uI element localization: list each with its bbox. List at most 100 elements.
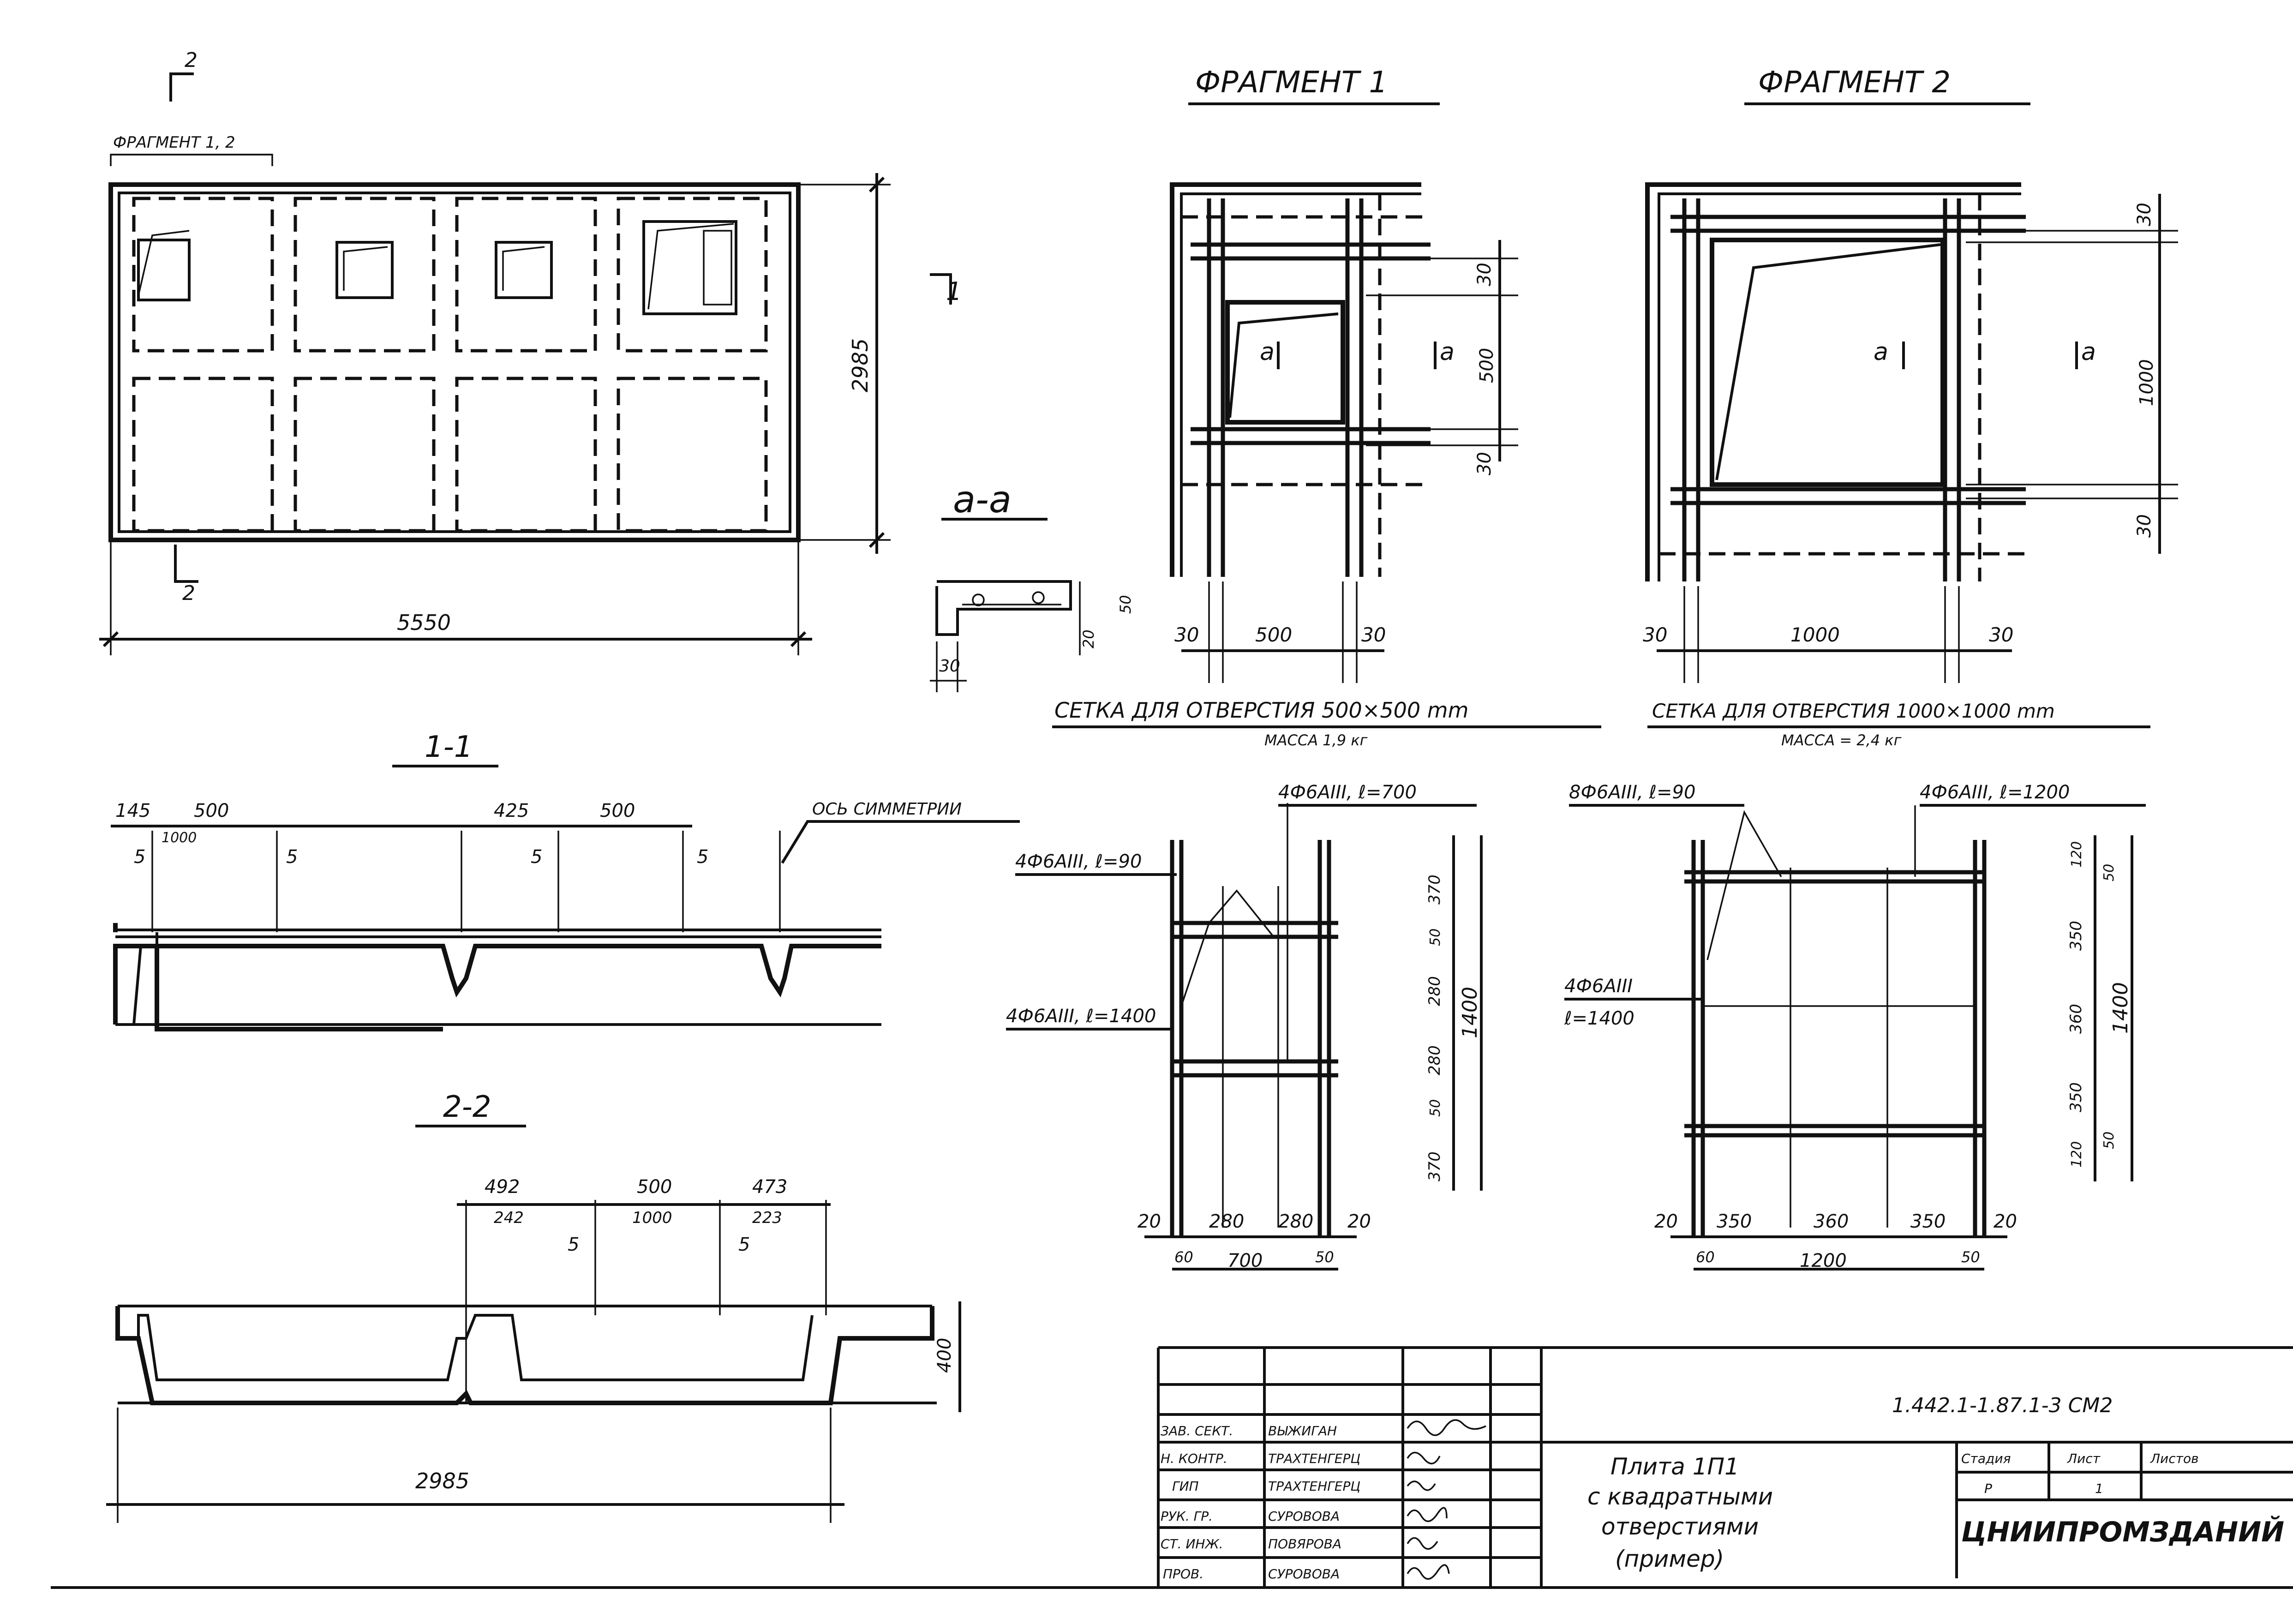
tb-stage: Р bbox=[1984, 1481, 1992, 1496]
section-22-dim-242: 242 bbox=[494, 1209, 524, 1227]
fragment-2-opening bbox=[1710, 238, 1945, 487]
section-22-title: 2-2 bbox=[443, 1090, 491, 1124]
mesh-2-dim-r2: 350 bbox=[2067, 921, 2085, 951]
section-aa-dim-50: 50 bbox=[1117, 595, 1134, 614]
plan-slab-outline bbox=[108, 182, 801, 542]
section-mark-top-label: 2 bbox=[185, 48, 198, 72]
tb-name-3: СУРОВОВА bbox=[1268, 1509, 1340, 1524]
mesh-1-dim-b0: 20 bbox=[1138, 1211, 1161, 1232]
plan-fragment-label: ФРАГМЕНТ 1, 2 bbox=[113, 133, 235, 152]
fragment-2-dim-r2: 30 bbox=[2134, 514, 2155, 538]
section-22-dim-5b: 5 bbox=[738, 1234, 750, 1255]
mesh-2: 8Ф6АIII, ℓ=90 4Ф6АIII, ℓ=1200 4Ф6АIII ℓ=… bbox=[1564, 782, 2146, 1271]
mesh-2-bar-left-2: ℓ=1400 bbox=[1564, 1008, 1634, 1029]
tb-role-1: Н. КОНТР. bbox=[1161, 1451, 1227, 1466]
tb-title-line3: отверстиями bbox=[1601, 1513, 1759, 1540]
mesh-2-dim-b2: 360 bbox=[1814, 1211, 1849, 1232]
section-1-1: 1-1 145 500 1000 425 500 5 5 5 5 ОСЬ СИМ… bbox=[111, 730, 1020, 1031]
fragment-2-cut-right: а bbox=[2081, 338, 2096, 366]
fragment-1-dim-b1: 500 bbox=[1255, 623, 1292, 646]
tb-role-2: ГИП bbox=[1172, 1479, 1199, 1494]
mesh-1-dim-c0: 60 bbox=[1174, 1248, 1193, 1266]
fragment-2-dim-b0: 30 bbox=[1643, 623, 1667, 646]
plan-openings bbox=[137, 220, 737, 315]
mesh-2-dim-b4: 20 bbox=[1994, 1211, 2017, 1232]
section-11-dim-5d: 5 bbox=[697, 846, 708, 868]
tb-name-5: СУРОВОВА bbox=[1268, 1566, 1340, 1582]
mesh-1-bar-top: 4Ф6АIII, ℓ=700 bbox=[1278, 782, 1417, 803]
fragment-1-dim-r1: 500 bbox=[1476, 348, 1497, 383]
section-mark-2-bottom: 2 bbox=[174, 545, 198, 605]
fragment-1-dim-b0: 30 bbox=[1174, 623, 1199, 646]
plan-length-label: 5550 bbox=[397, 610, 451, 635]
mesh-2-bar-top-right: 4Ф6АIII, ℓ=1200 bbox=[1920, 782, 2070, 803]
mesh-2-dim-b0: 20 bbox=[1654, 1211, 1678, 1232]
mesh-2-dim-b3: 350 bbox=[1910, 1211, 1946, 1232]
tb-organization: ЦНИИПРОМЗДАНИЙ bbox=[1961, 1516, 2284, 1548]
mesh-2-dim-b1: 350 bbox=[1717, 1211, 1752, 1232]
mesh-1-dim-b1: 280 bbox=[1209, 1211, 1244, 1232]
mesh-2-dim-c2: 50 bbox=[1961, 1248, 1980, 1266]
section-mark-2-top: 2 bbox=[169, 48, 198, 102]
tb-stage-header: Стадия bbox=[1961, 1451, 2011, 1466]
mesh-1-bar-left: 4Ф6АIII, ℓ=90 bbox=[1015, 851, 1142, 872]
section-22-dim-5a: 5 bbox=[568, 1234, 579, 1255]
mesh-1-dim-r0: 370 bbox=[1425, 875, 1444, 905]
mesh-1-dim-b3: 20 bbox=[1347, 1211, 1371, 1232]
fragment-1-dim-r2: 30 bbox=[1474, 452, 1495, 475]
plan-dimension-length: 5550 bbox=[99, 542, 812, 655]
tb-sheet: 1 bbox=[2095, 1481, 2103, 1496]
mesh-2-dim-r6: 120 bbox=[2069, 1141, 2085, 1168]
mesh-2-bar-left: 4Ф6АIII bbox=[1564, 976, 1633, 997]
fragment-2-dim-b1: 1000 bbox=[1790, 623, 1840, 646]
tb-sheets-header: Листов bbox=[2150, 1451, 2199, 1466]
mesh-1-dim-total: 1400 bbox=[1458, 987, 1482, 1038]
section-11-title: 1-1 bbox=[425, 730, 473, 764]
tb-name-2: ТРАХТЕНГЕРЦ bbox=[1268, 1479, 1360, 1494]
fragment-1-mesh-mass: МАССА 1,9 кг bbox=[1264, 731, 1368, 749]
mesh-1-bar-long: 4Ф6АIII, ℓ=1400 bbox=[1006, 1006, 1156, 1027]
mesh-1-dim-r5: 370 bbox=[1425, 1151, 1444, 1181]
fragment-2-mesh-title: СЕТКА ДЛЯ ОТВЕРСТИЯ 1000×1000 mm bbox=[1652, 700, 2055, 722]
section-11-dim-500a: 500 bbox=[194, 800, 229, 821]
fragment-2-dim-b2: 30 bbox=[1989, 623, 2013, 646]
tb-role-3: РУК. ГР. bbox=[1161, 1509, 1213, 1524]
mesh-1-dim-c1: 700 bbox=[1227, 1250, 1263, 1271]
tb-name-1: ТРАХТЕНГЕРЦ bbox=[1268, 1451, 1360, 1466]
mesh-2-bar-top-left: 8Ф6АIII, ℓ=90 bbox=[1569, 782, 1695, 803]
mesh-1-dim-r2: 280 bbox=[1425, 976, 1444, 1006]
title-block: ЗАВ. СЕКТ. Н. КОНТР. ГИП РУК. ГР. СТ. ИН… bbox=[1157, 1346, 2293, 1588]
fragment-1-mesh-title: СЕТКА ДЛЯ ОТВЕРСТИЯ 500×500 mm bbox=[1054, 698, 1468, 723]
fragment-2-title: ФРАГМЕНТ 2 bbox=[1758, 66, 1951, 100]
tb-signatures bbox=[1407, 1419, 1486, 1580]
section-mark-1-right: 1 bbox=[930, 273, 962, 306]
section-mark-bottom-label: 2 bbox=[182, 581, 195, 605]
mesh-2-dim-r1: 50 bbox=[2101, 864, 2117, 881]
mesh-2-dim-c0: 60 bbox=[1696, 1248, 1715, 1266]
fragment-1-dim-r0: 30 bbox=[1474, 263, 1495, 286]
mesh-2-dim-r4: 350 bbox=[2067, 1082, 2085, 1112]
plan-dimension-width: 2985 bbox=[798, 173, 891, 554]
mesh-1-dim-c2: 50 bbox=[1315, 1248, 1334, 1266]
mesh-2-dim-r3: 360 bbox=[2067, 1004, 2085, 1034]
section-aa-dim-20: 20 bbox=[1080, 629, 1097, 648]
section-22-dim-2985: 2985 bbox=[415, 1468, 469, 1493]
tb-doc-code: 1.442.1-1.87.1-3 СМ2 bbox=[1892, 1394, 2113, 1417]
plan-slab-inner bbox=[118, 192, 791, 533]
fragment-1-cut-right: а bbox=[1440, 338, 1455, 366]
section-11-dim-500b: 500 bbox=[600, 800, 635, 821]
fragment-2-cut-left: а bbox=[1874, 338, 1888, 366]
plan-width-label: 2985 bbox=[848, 338, 873, 392]
section-aa-dim-30: 30 bbox=[939, 657, 960, 676]
tb-role-5: ПРОВ. bbox=[1163, 1566, 1203, 1582]
section-11-dim-5a: 5 bbox=[134, 846, 145, 868]
fragment-1-cut-left: а bbox=[1260, 338, 1275, 366]
section-22-dim-400: 400 bbox=[934, 1338, 955, 1373]
mesh-2-dim-r5: 50 bbox=[2101, 1132, 2117, 1149]
tb-name-0: ВЫЖИГАН bbox=[1268, 1423, 1337, 1438]
mesh-1-dim-b2: 280 bbox=[1278, 1211, 1313, 1232]
plan-view: 2 2 1 ФРАГМЕНТ 1, 2 5550 298 bbox=[99, 48, 962, 655]
mesh-1-dim-r1: 50 bbox=[1427, 929, 1443, 946]
section-2-2: 2-2 492 242 500 1000 473 223 5 5 400 298… bbox=[106, 1090, 961, 1523]
